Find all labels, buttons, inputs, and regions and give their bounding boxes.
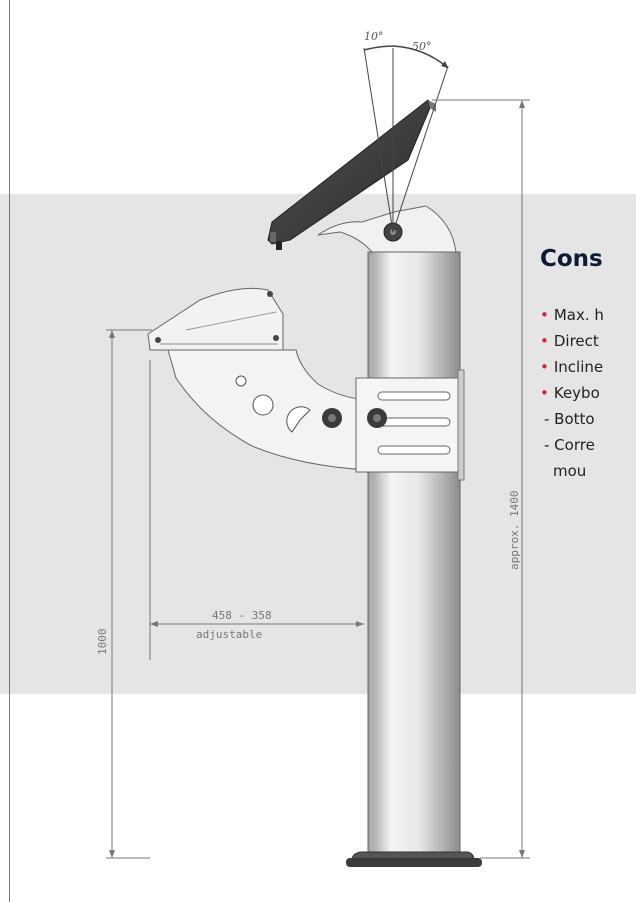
panel-title: Cons [540, 246, 603, 272]
sub-list-item: - Botto [544, 410, 595, 428]
list-item: •Max. h [540, 302, 604, 328]
arm-adjustable-label: adjustable [196, 628, 262, 641]
arm-range-label: 458 - 358 [212, 609, 272, 622]
head-bracket [317, 205, 457, 253]
list-item-text: Max. h [553, 306, 604, 324]
bullet-icon: • [540, 384, 549, 402]
left-border-line [9, 0, 10, 902]
list-item-text: Incline [553, 358, 604, 376]
list-item: •Direct [540, 328, 604, 354]
spec-list: •Max. h •Direct •Incline •Keybo - Botto … [540, 302, 604, 484]
info-panel: Cons •Max. h •Direct •Incline •Keybo - B… [540, 246, 636, 646]
list-item: •Incline [540, 354, 604, 380]
list-item: •Keybo [540, 380, 604, 406]
sub-list-item: - Corre [544, 436, 595, 454]
keyboard-tray [147, 287, 284, 356]
total-height-label: approx. 1400 [508, 491, 521, 570]
base-height-dimension [106, 329, 152, 859]
pole [367, 251, 461, 855]
tilt-angle-indicator [363, 45, 449, 233]
keyboard-arm [167, 349, 465, 481]
list-item-text: Keybo [553, 384, 600, 402]
base-foot [346, 851, 482, 867]
bullet-icon: • [540, 358, 549, 376]
list-item-text: Direct [553, 332, 599, 350]
base-height-label: 1000 [96, 629, 109, 656]
total-height-dimension [432, 99, 530, 859]
bullet-icon: • [540, 332, 549, 350]
bullet-icon: • [540, 306, 549, 324]
back-tilt-label: 10° [364, 30, 384, 43]
sub-list-item: mou [553, 462, 587, 480]
arm-range-dimension [149, 360, 364, 660]
forward-tilt-label: 50° [412, 40, 432, 53]
